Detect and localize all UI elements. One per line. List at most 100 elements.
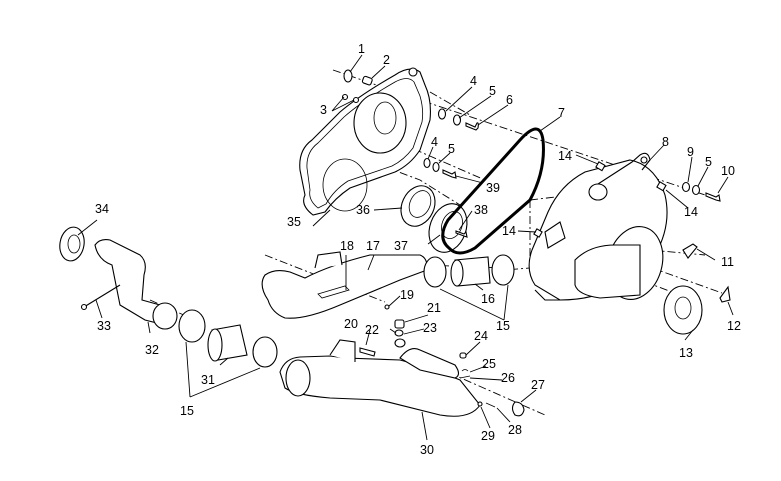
bolt-6: [465, 122, 479, 131]
hose-16-end: [450, 259, 464, 287]
elbow-32-outlet: [152, 302, 178, 330]
callout-18: 18: [340, 239, 354, 253]
callout-30: 30: [420, 443, 434, 457]
spacer-2: [361, 75, 373, 86]
callout-15b: 15: [180, 404, 194, 418]
nipple: [394, 338, 406, 348]
cover-boss: [353, 92, 407, 154]
callout-14c: 14: [502, 224, 516, 238]
clamp-15d: [252, 336, 278, 368]
clamp-15a: [423, 256, 447, 288]
clamp-15c: [178, 309, 206, 343]
callout-7: 7: [558, 106, 565, 120]
callout-3: 3: [320, 103, 327, 117]
duct-30-bracket: [329, 339, 356, 362]
elbow-assembly-left: [59, 226, 178, 330]
bolt-10: [705, 192, 721, 202]
callout-35: 35: [287, 215, 301, 229]
washer-5c: [691, 184, 701, 196]
washer-1: [343, 69, 353, 83]
callout-6: 6: [506, 93, 513, 107]
clip-11: [682, 243, 698, 259]
grommet-24: [459, 352, 467, 359]
washer-9: [681, 181, 691, 193]
callout-33: 33: [97, 319, 111, 333]
bolt-20: [359, 347, 376, 357]
seal-inner: [408, 190, 432, 218]
plate-12: [719, 285, 731, 303]
cover-tab-hole: [408, 67, 418, 77]
duct-30-inlet: [285, 359, 311, 397]
callout-16: 16: [481, 292, 495, 306]
callout-1: 1: [358, 42, 365, 56]
parts-right-side: [533, 161, 731, 335]
callout-labels: 1 2 3 4 5 6 7 4 5 8 9 5 10 14 14 14 39 3…: [95, 42, 741, 457]
screw-19: [384, 304, 390, 310]
callout-19: 19: [400, 288, 414, 302]
duct-17-strip-18: [317, 285, 350, 299]
screw-28: [485, 402, 496, 408]
clip-25: [461, 369, 469, 372]
duct-17-bracket: [314, 251, 343, 269]
callout-39: 39: [486, 181, 500, 195]
seal-36: [400, 185, 436, 227]
washer-4a: [437, 108, 447, 120]
duct-30-mount-pad: [399, 348, 460, 379]
outer-clutch-cover: [528, 152, 668, 301]
cover-lower-opening: [322, 158, 368, 212]
callout-32: 32: [145, 343, 159, 357]
callout-21: 21: [427, 301, 441, 315]
callout-11: 11: [721, 255, 734, 269]
grommet-14a: [595, 161, 606, 172]
clip-29: [477, 401, 483, 407]
cover-inlet-port: [588, 183, 608, 201]
lower-coupler-group: [178, 309, 278, 368]
callout-26: 26: [501, 371, 515, 385]
seal-outer: [400, 185, 436, 227]
callout-20: 20: [344, 317, 358, 331]
callout-4a: 4: [470, 74, 477, 88]
callout-15a: 15: [496, 319, 510, 333]
drive-belt-7: [441, 127, 545, 255]
callout-37: 37: [394, 239, 408, 253]
intake-duct-30: [279, 319, 525, 417]
callout-10: 10: [721, 164, 735, 178]
callout-8: 8: [662, 135, 669, 149]
cover-mount-hole: [640, 156, 648, 164]
callout-25: 25: [482, 357, 496, 371]
callout-28: 28: [508, 423, 522, 437]
washer-5b: [432, 161, 440, 173]
cover-boss-bore: [373, 101, 397, 135]
callout-5c: 5: [705, 155, 712, 169]
callout-14b: 14: [684, 205, 698, 219]
bolt-39: [442, 169, 457, 179]
callout-22: 22: [365, 323, 379, 337]
cover-latch: [544, 221, 566, 249]
seal-34: [59, 226, 85, 262]
callout-2: 2: [383, 53, 390, 67]
callout-29: 29: [481, 429, 495, 443]
cover-drum: [574, 244, 641, 299]
callout-34: 34: [95, 202, 109, 216]
callout-14a: 14: [558, 149, 572, 163]
screw-33-head: [80, 303, 88, 311]
seal-34-inner: [67, 234, 81, 254]
centerline-bolt6: [429, 91, 471, 116]
centerline-13: [599, 264, 681, 296]
callout-27: 27: [531, 378, 545, 392]
cover-foot: [534, 289, 560, 301]
grommet-14b: [656, 181, 667, 192]
grommet-14c: [533, 228, 543, 238]
callout-5a: 5: [489, 84, 496, 98]
cap-21: [394, 319, 405, 329]
screw-3a: [341, 93, 349, 101]
callout-9: 9: [687, 145, 694, 159]
callout-17: 17: [366, 239, 380, 253]
callout-23: 23: [423, 321, 437, 335]
cover-gasket-line: [306, 78, 424, 209]
ring-27: [511, 401, 525, 417]
duct-17-body: [261, 254, 428, 319]
callout-24: 24: [474, 329, 488, 343]
seal-ring-13: [663, 285, 703, 335]
